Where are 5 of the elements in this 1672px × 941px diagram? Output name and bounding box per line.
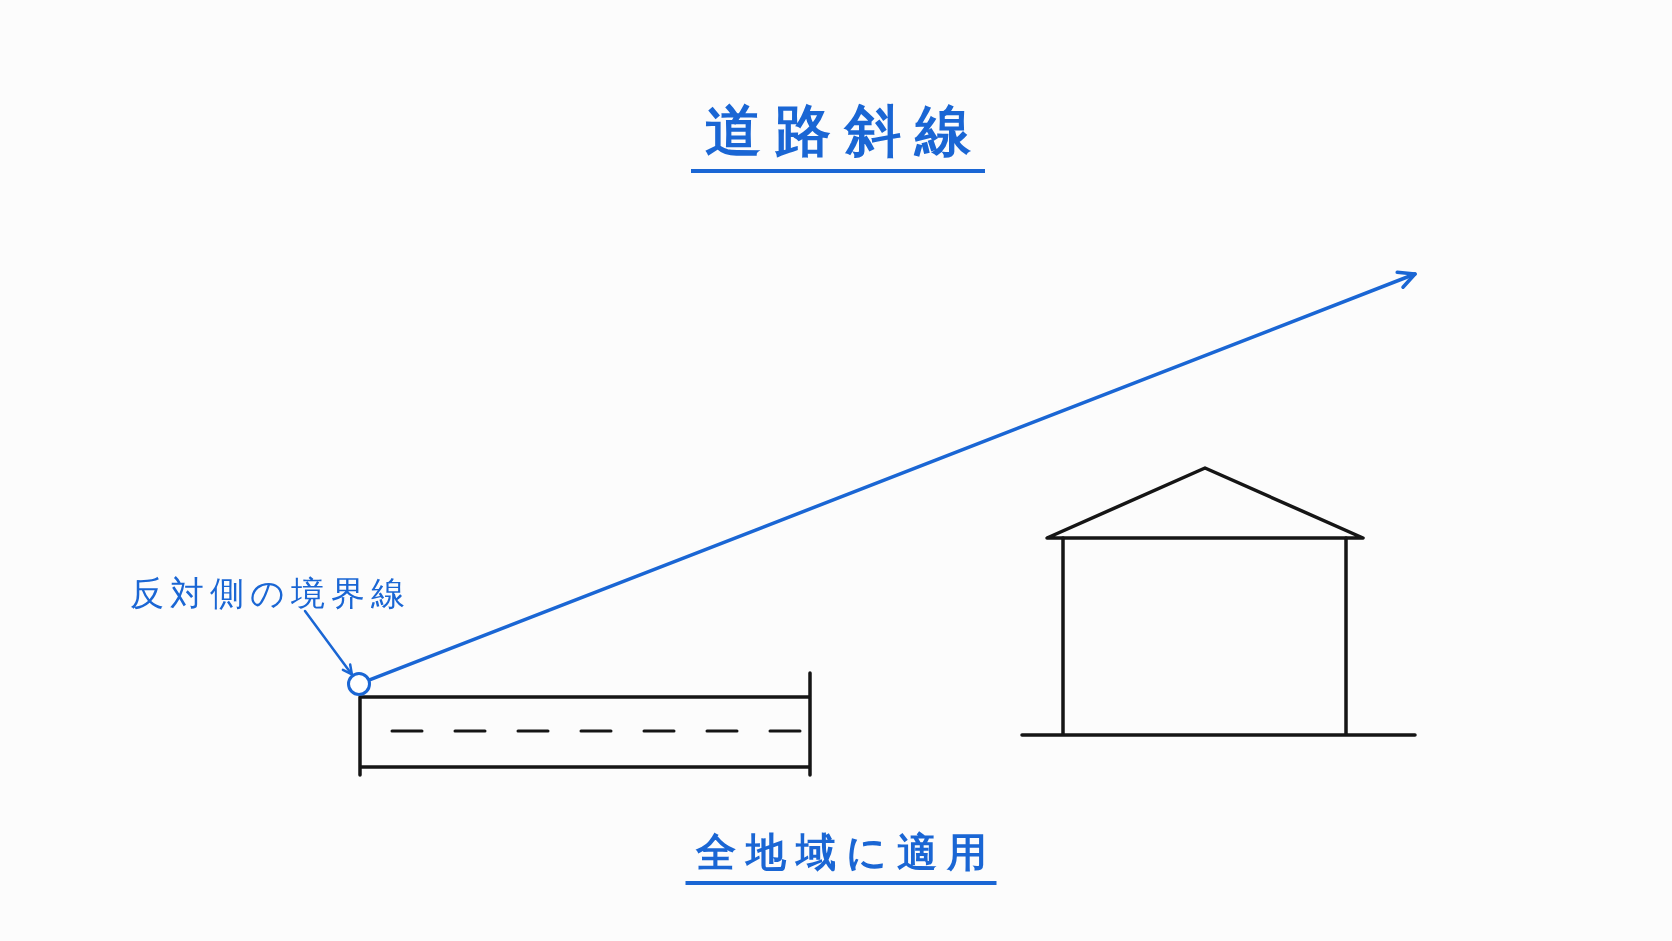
diagonal-arrow <box>368 270 1417 682</box>
callout-label: 反対側の境界線 <box>130 576 411 610</box>
caption: 全地域に適用 <box>685 832 997 885</box>
title: 道路斜線 <box>691 103 985 173</box>
leader-arrow <box>303 609 354 676</box>
